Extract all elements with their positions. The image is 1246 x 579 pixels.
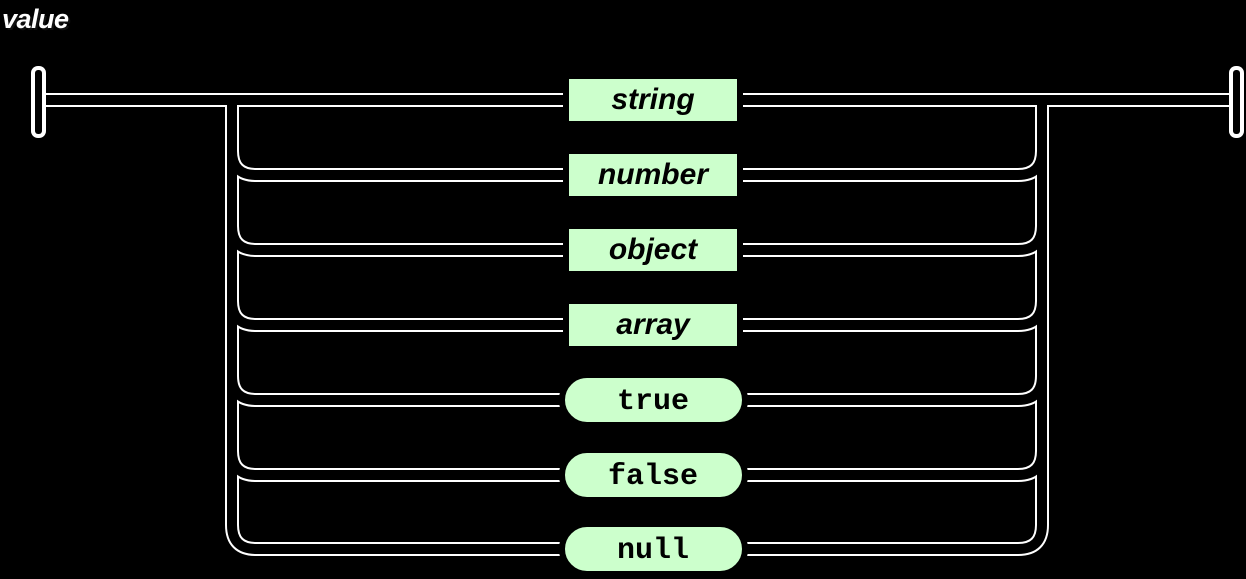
rail-right-branch-array-inner — [740, 300, 1047, 330]
rail-right-branch-null-inner — [745, 524, 1047, 554]
diagram-title: value — [2, 4, 69, 34]
alternative-label-false: false — [608, 460, 698, 494]
rail-right-branch-object-inner — [740, 225, 1047, 255]
terminal-box-true[interactable] — [559, 372, 748, 428]
entry-bar-fill — [35, 70, 42, 134]
alternative-label-array: array — [616, 308, 691, 341]
alternative-label-string: string — [611, 83, 694, 116]
alternative-label-object: object — [609, 233, 699, 266]
terminal-box-null[interactable] — [559, 521, 748, 577]
rail-left-branch-false-inner — [227, 450, 562, 480]
rail-left-branch-array-inner — [227, 300, 566, 330]
alternative-object[interactable]: object — [563, 223, 743, 277]
exit-marker — [1229, 66, 1244, 138]
track-inner-layer — [38, 95, 1235, 554]
rail-left-branch-true-inner — [227, 375, 562, 405]
alternative-true[interactable]: true — [559, 372, 748, 428]
alternative-label-null: null — [617, 534, 689, 568]
alternative-number[interactable]: number — [563, 148, 743, 202]
entry-marker — [31, 66, 46, 138]
exit-bar-fill — [1233, 70, 1240, 134]
nonterminal-box-array[interactable] — [563, 298, 743, 352]
rail-left-branch-number-inner — [227, 150, 566, 180]
alternative-false[interactable]: false — [559, 447, 748, 503]
nonterminal-box-object[interactable] — [563, 223, 743, 277]
rail-right-branch-number-inner — [740, 150, 1047, 180]
nonterminal-box-string[interactable] — [563, 73, 743, 127]
alternative-null[interactable]: null — [559, 521, 748, 577]
nonterminal-box-number[interactable] — [563, 148, 743, 202]
alternative-label-number: number — [598, 158, 710, 191]
rail-left-branch-object-inner — [227, 225, 566, 255]
rail-left-branch-null-inner — [227, 524, 562, 554]
alternative-array[interactable]: array — [563, 298, 743, 352]
rail-right-branch-false-inner — [745, 450, 1047, 480]
alternative-string[interactable]: string — [563, 73, 743, 127]
rail-right-branch-true-inner — [745, 375, 1047, 405]
terminal-box-false[interactable] — [559, 447, 748, 503]
alternative-label-true: true — [617, 385, 689, 419]
